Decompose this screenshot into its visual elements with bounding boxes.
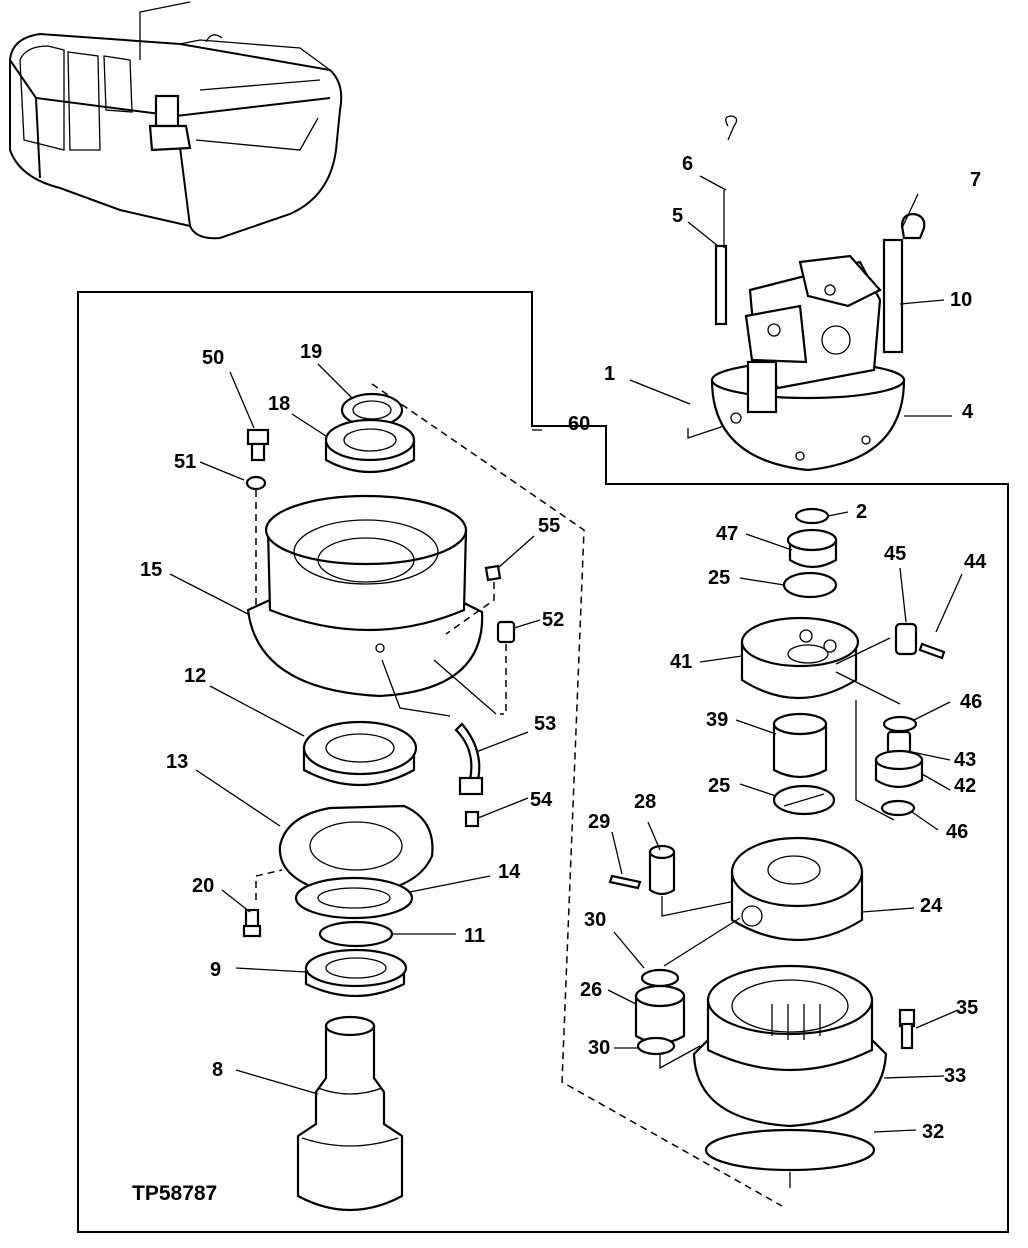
left-column-parts — [242, 392, 516, 1211]
callout-45: 45 — [884, 543, 906, 565]
callout-6: 6 — [682, 153, 693, 175]
callout-42: 42 — [954, 775, 976, 797]
callout-5: 5 — [672, 205, 683, 227]
callout-28: 28 — [634, 791, 656, 813]
callout-7: 7 — [970, 169, 981, 191]
callout-46-upper: 46 — [960, 691, 982, 713]
callout-39: 39 — [706, 709, 728, 731]
callout-32: 32 — [922, 1121, 944, 1143]
callout-43: 43 — [954, 749, 976, 771]
callout-51: 51 — [174, 451, 196, 473]
callout-14: 14 — [498, 861, 521, 883]
callout-30-lower: 30 — [588, 1037, 610, 1059]
callout-35: 35 — [956, 997, 978, 1019]
callout-33: 33 — [944, 1065, 966, 1087]
callout-8: 8 — [212, 1059, 223, 1081]
callout-19: 19 — [300, 341, 322, 363]
callout-10: 10 — [950, 289, 972, 311]
excavator-locator-inset — [9, 1, 343, 240]
callout-labels: 1 2 4 5 6 7 8 9 10 11 12 13 14 15 18 19 … — [132, 153, 987, 1205]
assembly-alignment-line — [371, 383, 783, 1207]
callout-25-upper: 25 — [708, 567, 730, 589]
kit-outline-60 — [77, 291, 1009, 1233]
callout-47: 47 — [716, 523, 738, 545]
swing-motor-assembly — [710, 115, 926, 472]
callout-2: 2 — [856, 501, 867, 523]
callout-44: 44 — [964, 551, 987, 573]
callout-55: 55 — [538, 515, 560, 537]
callout-11: 11 — [464, 925, 485, 947]
figure-reference-code: TP58787 — [132, 1182, 217, 1205]
callout-9: 9 — [210, 959, 221, 981]
callout-29: 29 — [588, 811, 610, 833]
callout-60: 60 — [568, 413, 590, 435]
callout-53: 53 — [534, 713, 556, 735]
callout-12: 12 — [184, 665, 206, 687]
callout-18: 18 — [268, 393, 290, 415]
callout-46-lower: 46 — [946, 821, 968, 843]
callout-15: 15 — [140, 559, 162, 581]
callout-20: 20 — [192, 875, 214, 897]
callout-52: 52 — [542, 609, 564, 631]
callout-4: 4 — [962, 401, 974, 423]
callout-50: 50 — [202, 347, 224, 369]
right-column-parts — [608, 507, 946, 1188]
leader-lines — [169, 175, 963, 1133]
callout-30-upper: 30 — [584, 909, 606, 931]
callout-41: 41 — [670, 651, 692, 673]
callout-54: 54 — [530, 789, 553, 811]
callout-26: 26 — [580, 979, 602, 1001]
callout-13: 13 — [166, 751, 188, 773]
callout-1: 1 — [604, 363, 615, 385]
callout-25-lower: 25 — [708, 775, 730, 797]
callout-24: 24 — [920, 895, 943, 917]
